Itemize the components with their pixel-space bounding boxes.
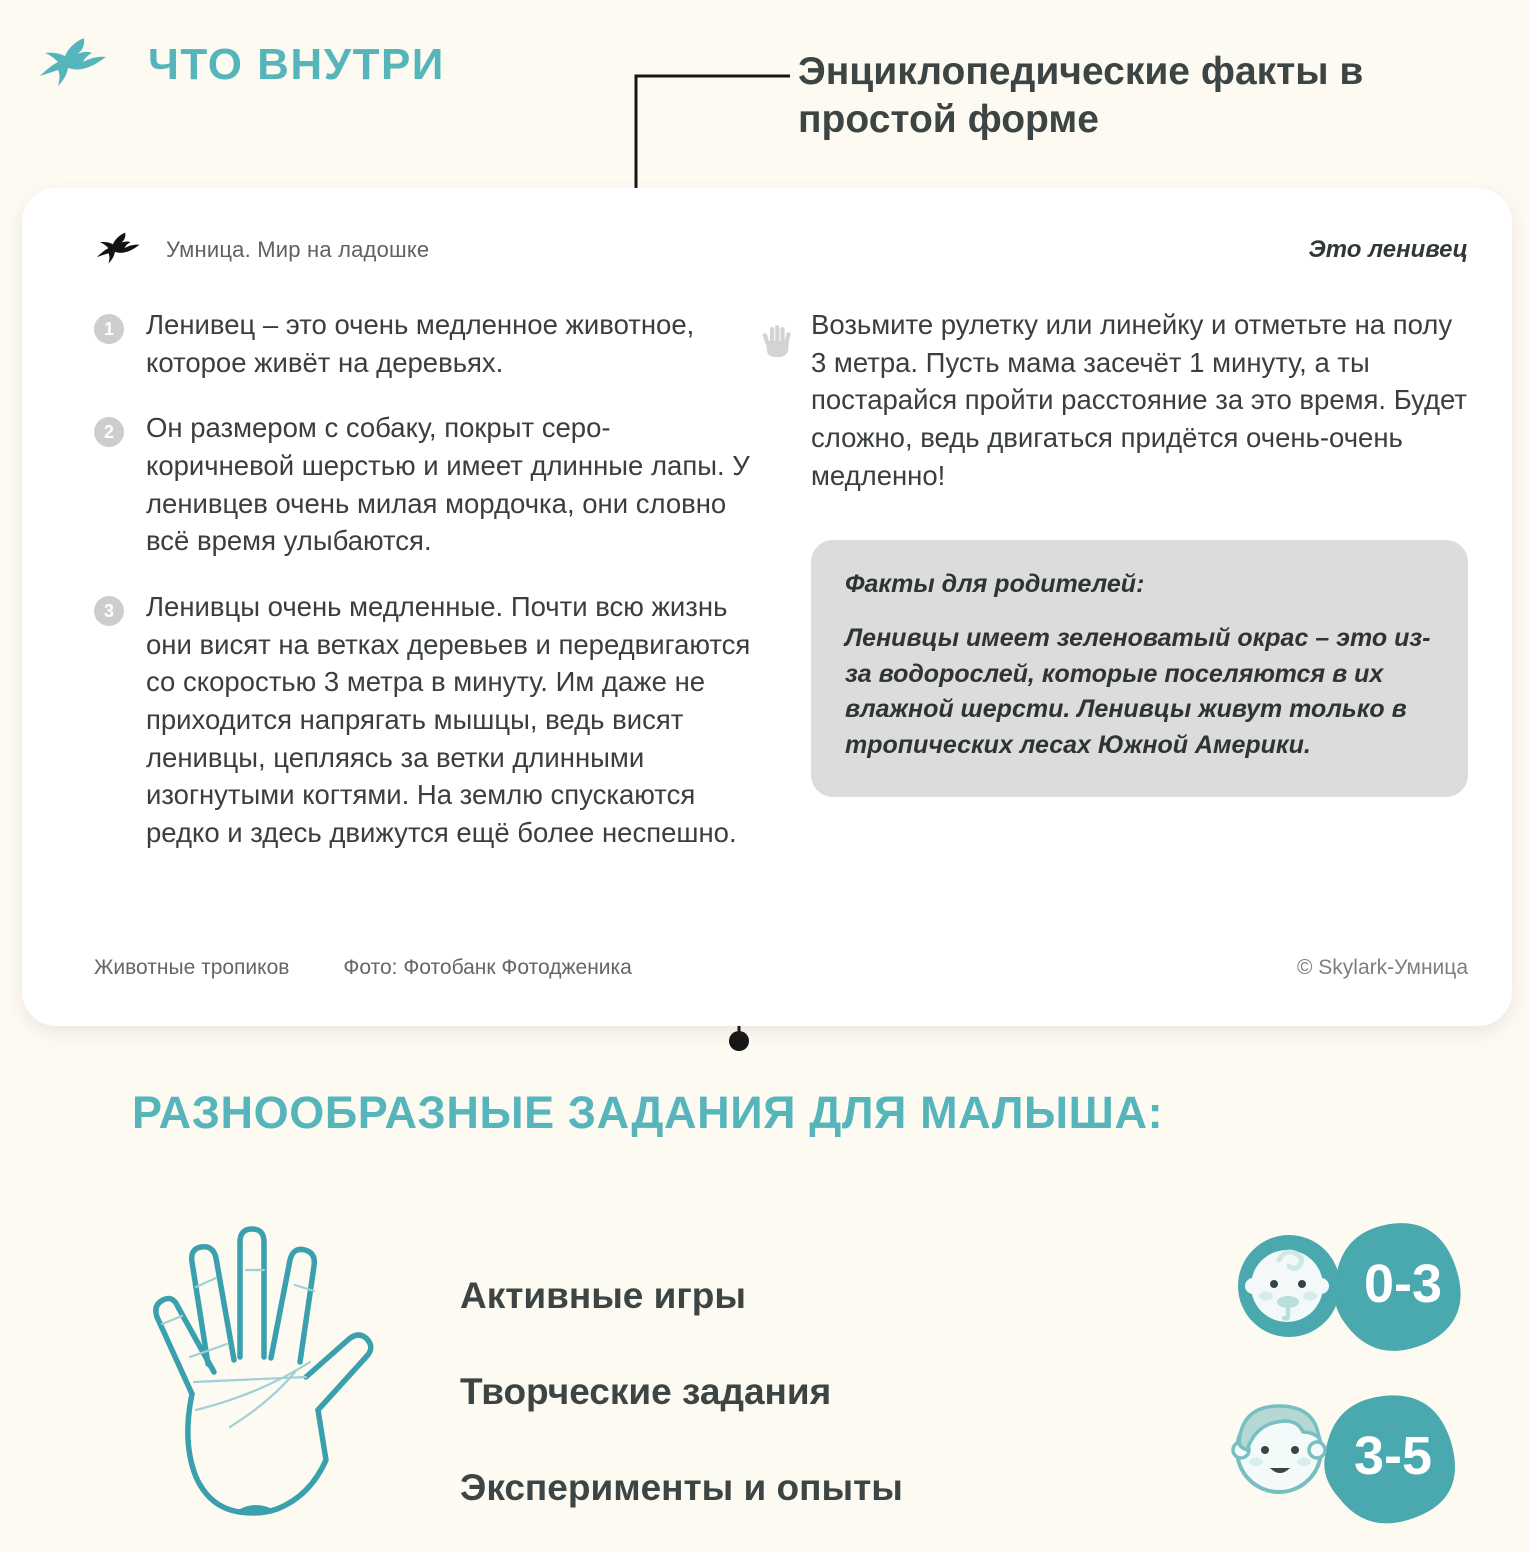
bird-icon: [96, 232, 140, 264]
age-badge-3-5: 3-5: [1227, 1388, 1477, 1538]
fact-number: 3: [94, 596, 124, 627]
badge-0-3-label: 0-3: [1364, 1254, 1442, 1314]
bottom-section-title: РАЗНООБРАЗНЫЕ ЗАДАНИЯ ДЛЯ МАЛЫША:: [132, 1087, 1164, 1138]
fact-text: Ленивец – это очень медленное животное, …: [146, 309, 695, 378]
task-item: Творческие задания: [460, 1371, 832, 1412]
activity-column: Возьмите рулетку или линейку и отметьте …: [811, 306, 1468, 880]
task-item: Активные игры: [460, 1275, 747, 1316]
copyright-label: © Skylark-Умница: [1296, 956, 1468, 979]
hand-icon: [762, 325, 791, 357]
fact-text: Ленивцы очень медленные. Почти всю жизнь…: [146, 591, 751, 849]
badge-3-5-graphic: 3-5: [1231, 1395, 1455, 1524]
activity-text: Возьмите рулетку или линейку и отметьте …: [811, 309, 1467, 491]
fact-number: 1: [94, 314, 124, 344]
bird-icon: [40, 38, 106, 86]
age-badge-0-3: 0-3: [1227, 1210, 1477, 1360]
parent-facts-title: Факты для родителей:: [845, 570, 1145, 599]
fact-item: 3 Ленивцы очень медленные. Почти всю жиз…: [94, 588, 751, 852]
series-label: Животные тропиков: [94, 956, 290, 979]
parent-facts-body: Ленивцы имеет зеленоватый окрас – это из…: [845, 624, 1431, 759]
facts-column: 1 Ленивец – это очень медленное животное…: [94, 306, 751, 880]
photo-credit-label: Фото: Фотобанк Фотодженика: [343, 956, 632, 979]
page-title: ЧТО ВНУТРИ: [148, 40, 445, 89]
fact-number: 2: [94, 417, 124, 448]
card-brand-label: Умница. Мир на ладошке: [166, 237, 430, 262]
page-header: ЧТО ВНУТРИ: [36, 34, 445, 96]
card-caption: Это ленивец: [1308, 236, 1468, 263]
product-card: Умница. Мир на ладошке Это ленивец 1 Лен…: [22, 188, 1512, 1026]
badge-0-3-graphic: 0-3: [1238, 1223, 1461, 1351]
header-callout: Энциклопедические факты в простой форме: [798, 50, 1364, 141]
badge-3-5-label: 3-5: [1354, 1426, 1432, 1486]
fact-item: 1 Ленивец – это очень медленное животное…: [94, 306, 751, 381]
age-badges: 0-3 3-5: [1227, 1210, 1477, 1538]
parent-facts-box: Факты для родителей: Ленивцы имеет зелен…: [811, 540, 1468, 798]
fact-text: Он размером с собаку, покрыт серо-коричн…: [146, 412, 750, 557]
task-list: Активные игры Творческие задания Экспери…: [460, 1248, 1180, 1536]
card-columns: 1 Ленивец – это очень медленное животное…: [94, 306, 1468, 880]
card-topbar: Умница. Мир на ладошке Это ленивец: [94, 230, 1468, 270]
card-footer-left: Животные тропиков Фото: Фотобанк Фотодже…: [94, 956, 632, 980]
open-hand-icon: [153, 1226, 374, 1516]
task-item: Эксперименты и опыты: [460, 1467, 903, 1508]
card-footer: Животные тропиков Фото: Фотобанк Фотодже…: [94, 956, 1468, 980]
card-brand: Умница. Мир на ладошке: [94, 230, 429, 270]
fact-item: 2 Он размером с собаку, покрыт серо-кори…: [94, 409, 751, 560]
